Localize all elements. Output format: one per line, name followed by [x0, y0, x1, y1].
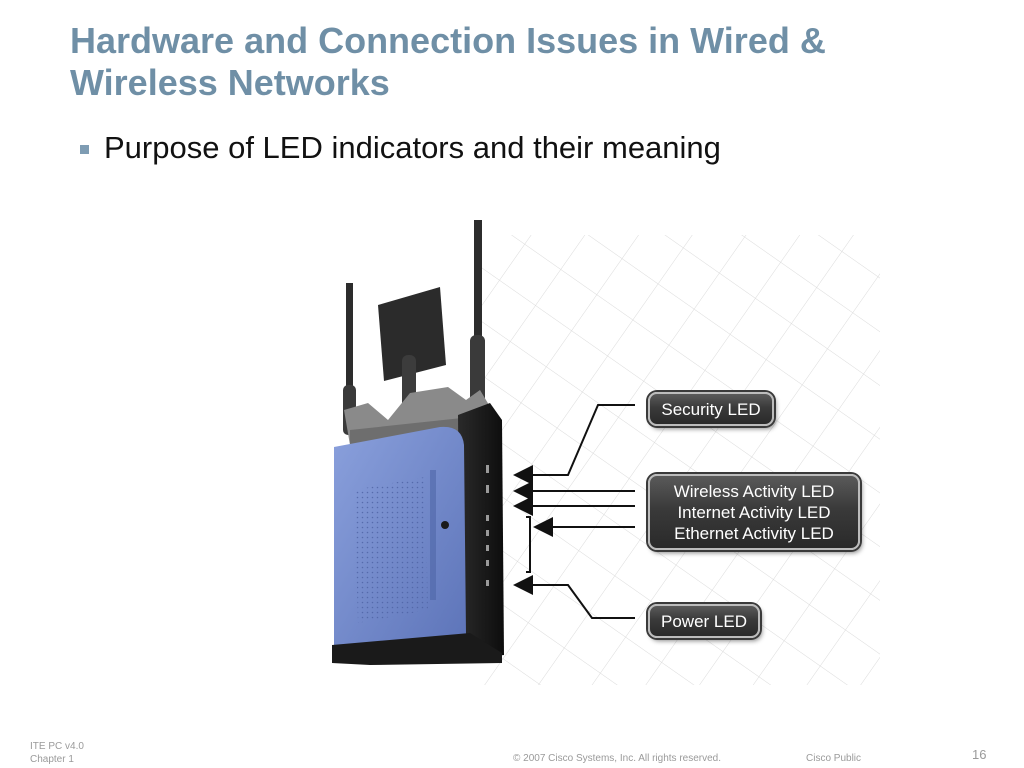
bullet-square-icon	[80, 144, 89, 154]
security-led-label: Security LED	[661, 400, 761, 419]
footer-course: ITE PC v4.0	[30, 741, 84, 752]
ethernet-led-bracket	[526, 516, 531, 573]
ethernet-activity-led-label: Ethernet Activity LED	[674, 524, 834, 543]
security-led-callout: Security LED	[648, 392, 774, 426]
router-illustration	[332, 220, 880, 685]
led-pointer-lines	[513, 404, 635, 619]
footer-chapter: Chapter 1	[30, 754, 74, 765]
wireless-activity-led-label: Wireless Activity LED	[673, 482, 835, 501]
bullet-text: Purpose of LED indicators and their mean…	[104, 130, 721, 165]
power-led-callout: Power LED	[648, 604, 760, 638]
router-base	[332, 633, 502, 665]
footer-course-info: ITE PC v4.0 Chapter 1	[30, 740, 84, 766]
footer-copyright: © 2007 Cisco Systems, Inc. All rights re…	[513, 753, 722, 764]
footer-classification: Cisco Public	[806, 753, 862, 764]
router-side-panel	[458, 403, 504, 660]
power-led-pointer	[513, 575, 635, 619]
page-number: 16	[972, 747, 987, 762]
router-front-face	[334, 426, 466, 658]
slide-title-line-1: Hardware and Connection Issues in Wired …	[70, 20, 826, 61]
activity-led-callout: Wireless Activity LED Internet Activity …	[648, 474, 860, 550]
internet-activity-led-label: Internet Activity LED	[677, 503, 831, 522]
slide-title: Hardware and Connection Issues in Wired …	[70, 20, 970, 104]
security-led-pointer	[513, 404, 635, 485]
power-led-label: Power LED	[661, 612, 747, 631]
slide-title-line-2: Wireless Networks	[70, 62, 390, 103]
router-led-figure: Security LED Wireless Activity LED Inter…	[330, 215, 880, 690]
bullet-item: Purpose of LED indicators and their mean…	[80, 130, 721, 166]
